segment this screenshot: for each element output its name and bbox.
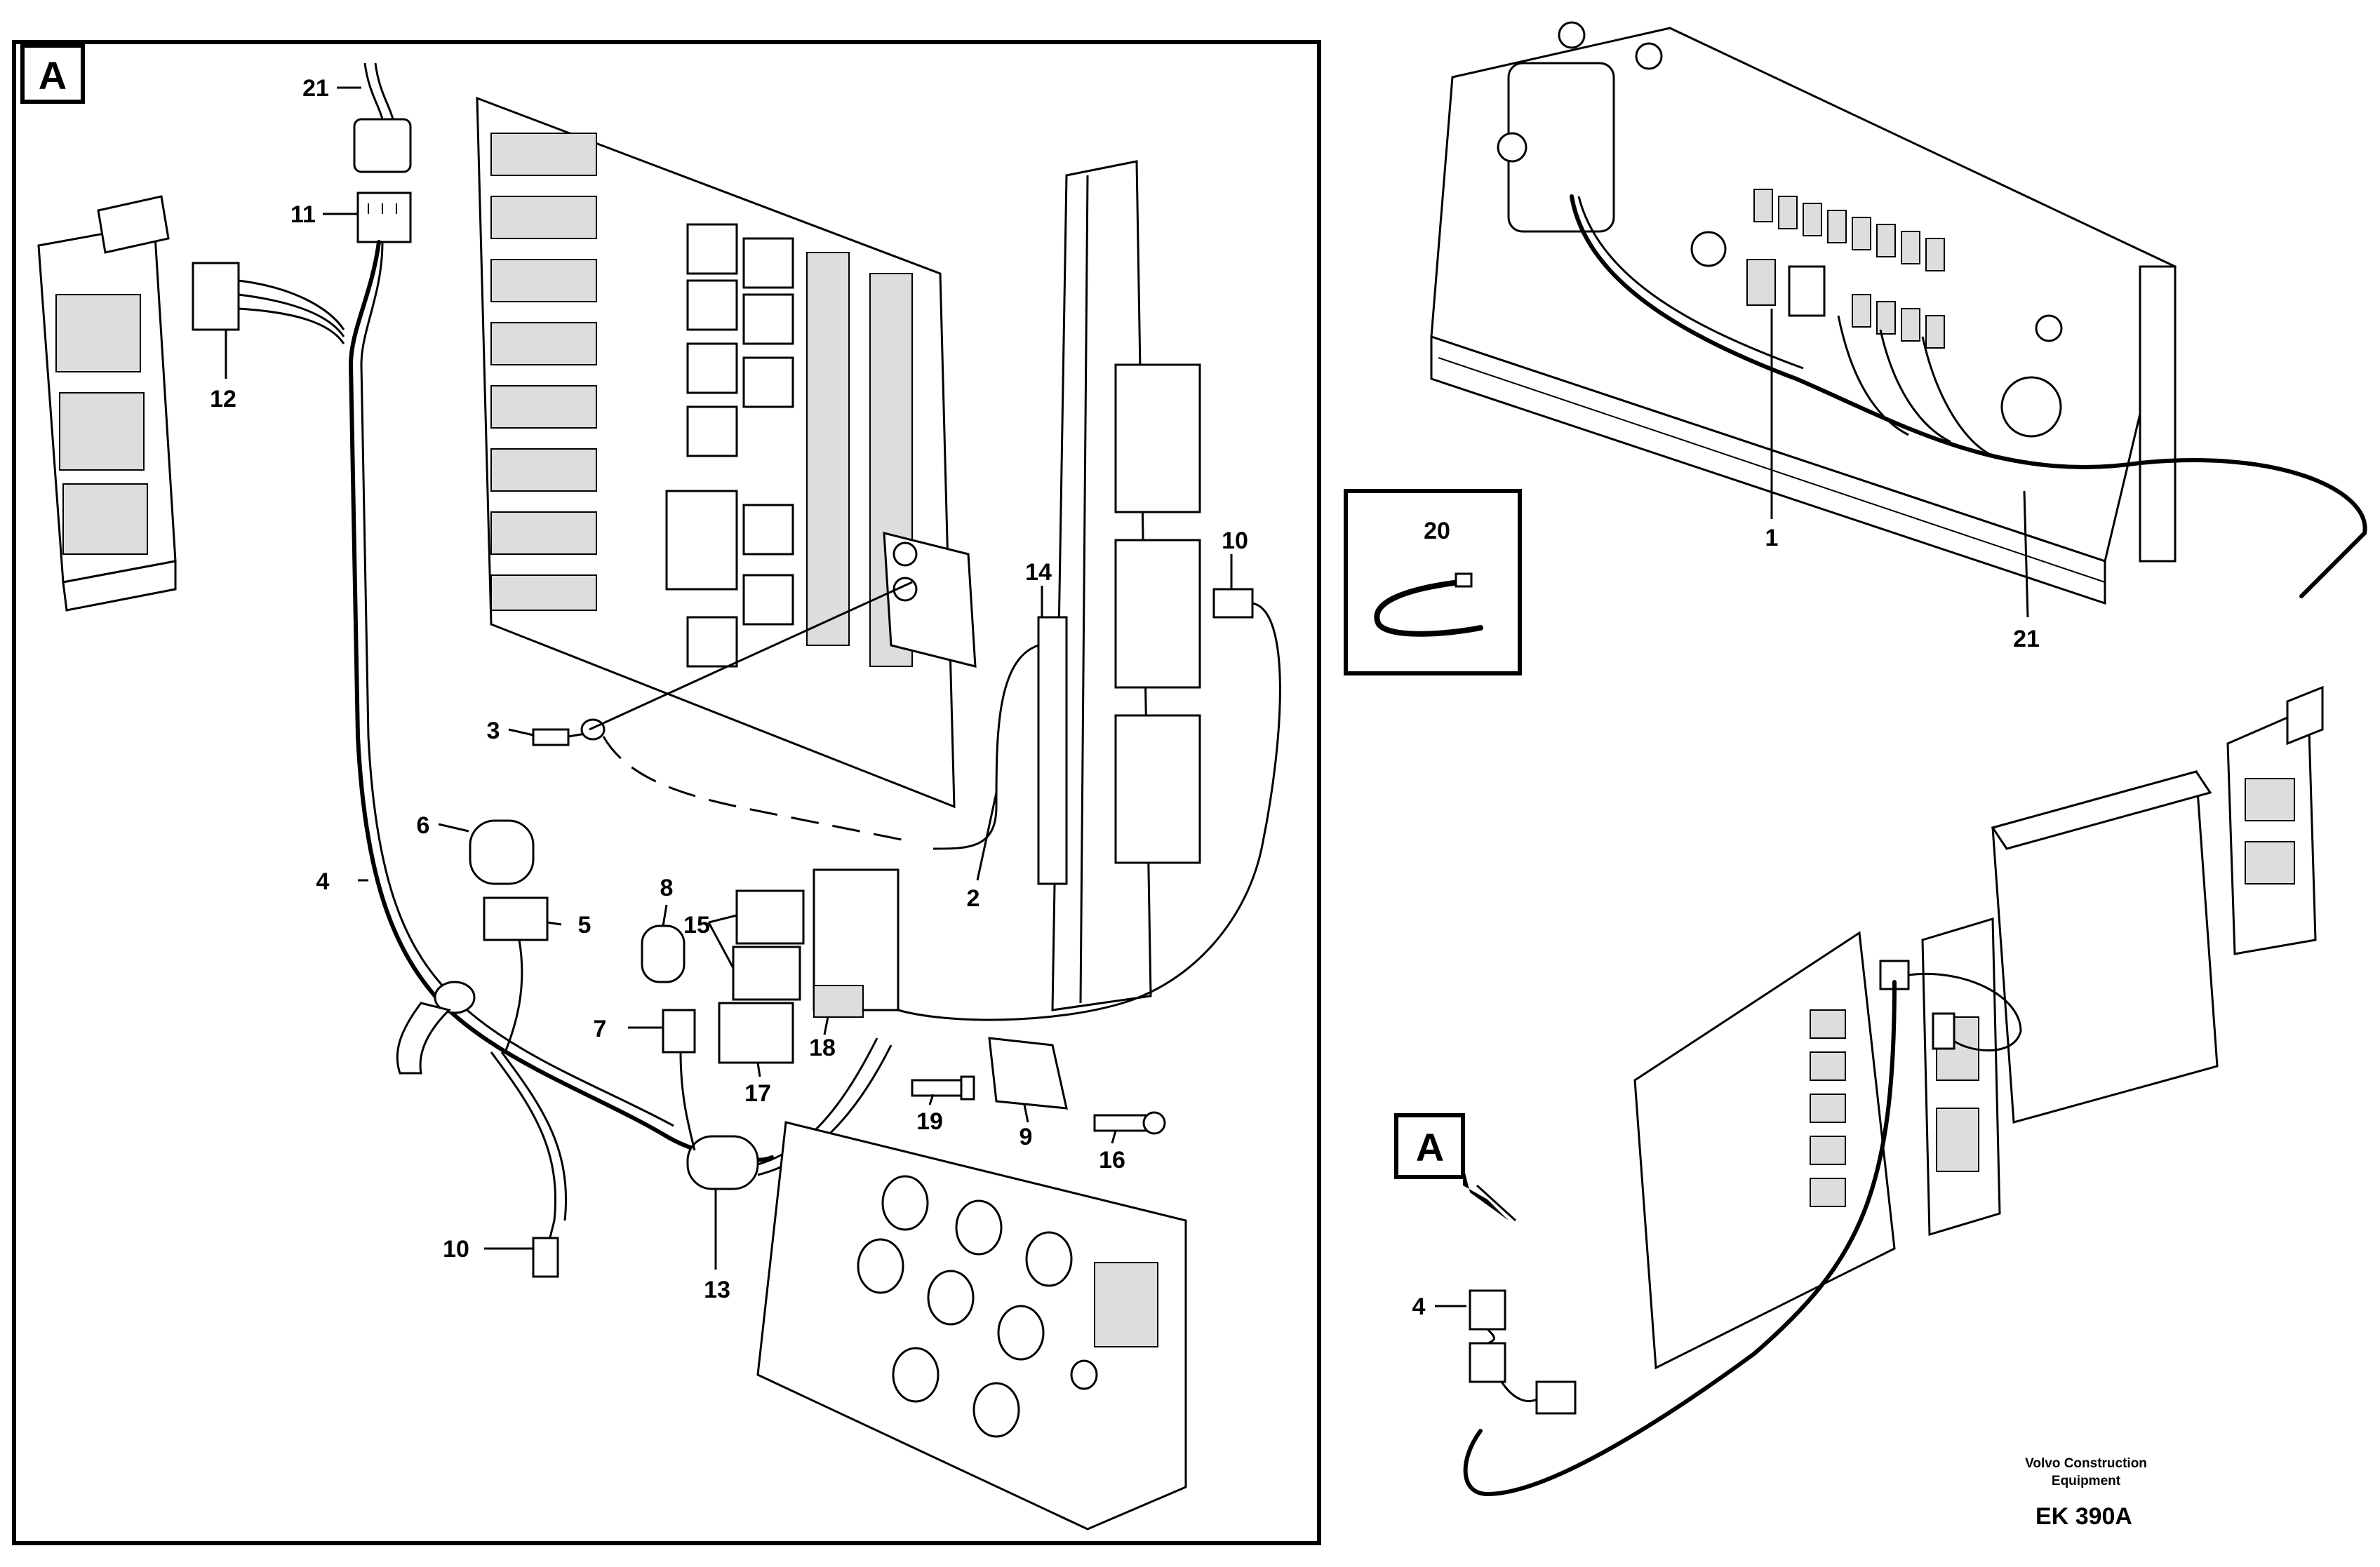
- screw-16: [1093, 1111, 1166, 1135]
- callout-21-left: 21: [302, 75, 329, 102]
- view-a-callout-label: A: [1416, 1125, 1444, 1169]
- connector-10-top: [897, 588, 1281, 1021]
- callout-1: 1: [1765, 525, 1779, 551]
- circuit-board: [476, 96, 977, 809]
- callout-15: 15: [683, 912, 710, 939]
- callout-4-right: 4: [1412, 1293, 1426, 1320]
- connector-7: [662, 1009, 696, 1151]
- callout-19: 19: [916, 1108, 943, 1135]
- fuse-holder-9: [988, 1037, 1068, 1110]
- cable-tie-inset: 20: [1344, 489, 1522, 675]
- callout-2: 2: [967, 885, 980, 912]
- callout-10-bottom: 10: [443, 1236, 469, 1263]
- detail-view-a: A: [12, 40, 1321, 1545]
- callout-8: 8: [660, 875, 674, 901]
- callout-10-top: 10: [1222, 527, 1248, 554]
- connector-6: [469, 819, 535, 885]
- drawing-code: EK 390A: [2035, 1503, 2132, 1530]
- callout-17: 17: [744, 1080, 771, 1107]
- dashboard-assembly: [1430, 21, 2367, 605]
- callout-11: 11: [290, 201, 316, 228]
- relay-17: [718, 1002, 794, 1064]
- control-unit-assembly: [1463, 685, 2324, 1497]
- callout-13: 13: [704, 1277, 730, 1303]
- callout-4-left: 4: [316, 868, 330, 895]
- connector-21: [353, 62, 412, 173]
- callout-7: 7: [594, 1016, 607, 1042]
- ferrite-core-13: [686, 1037, 893, 1190]
- callout-21-right: 21: [2013, 626, 2040, 652]
- detail-view-label: A: [39, 53, 67, 97]
- callout-3: 3: [487, 718, 500, 744]
- connector-8: [641, 924, 686, 983]
- view-a-callout: A: [1394, 1113, 1517, 1222]
- callout-5: 5: [578, 912, 591, 939]
- branch-to-connector-10: [490, 1051, 568, 1278]
- screw-3: [532, 581, 913, 843]
- mounting-bracket: [37, 195, 177, 612]
- callout-16: 16: [1099, 1147, 1125, 1173]
- leader-21-right: [2023, 490, 2029, 618]
- fuse-rail: [932, 160, 1201, 1011]
- callout-18: 18: [809, 1035, 836, 1061]
- callout-12: 12: [210, 386, 236, 412]
- credit-line-2: Equipment: [2052, 1474, 2121, 1488]
- credit-line-1: Volvo Construction: [2025, 1456, 2147, 1471]
- callout-20: 20: [1424, 518, 1450, 544]
- connector-11: [356, 191, 412, 243]
- callout-leaders-left: [225, 86, 1233, 1270]
- relay-15: [732, 889, 805, 1001]
- screw-19: [911, 1075, 975, 1101]
- callout-14: 14: [1025, 559, 1052, 586]
- instrument-panel: [756, 1121, 1187, 1531]
- relay-holder-18: [813, 868, 900, 1018]
- callout-9: 9: [1019, 1124, 1033, 1150]
- connector-12: [192, 262, 345, 344]
- connector-5: [483, 896, 549, 1053]
- callout-6: 6: [417, 812, 430, 839]
- wiring-harness-4: [348, 240, 774, 1162]
